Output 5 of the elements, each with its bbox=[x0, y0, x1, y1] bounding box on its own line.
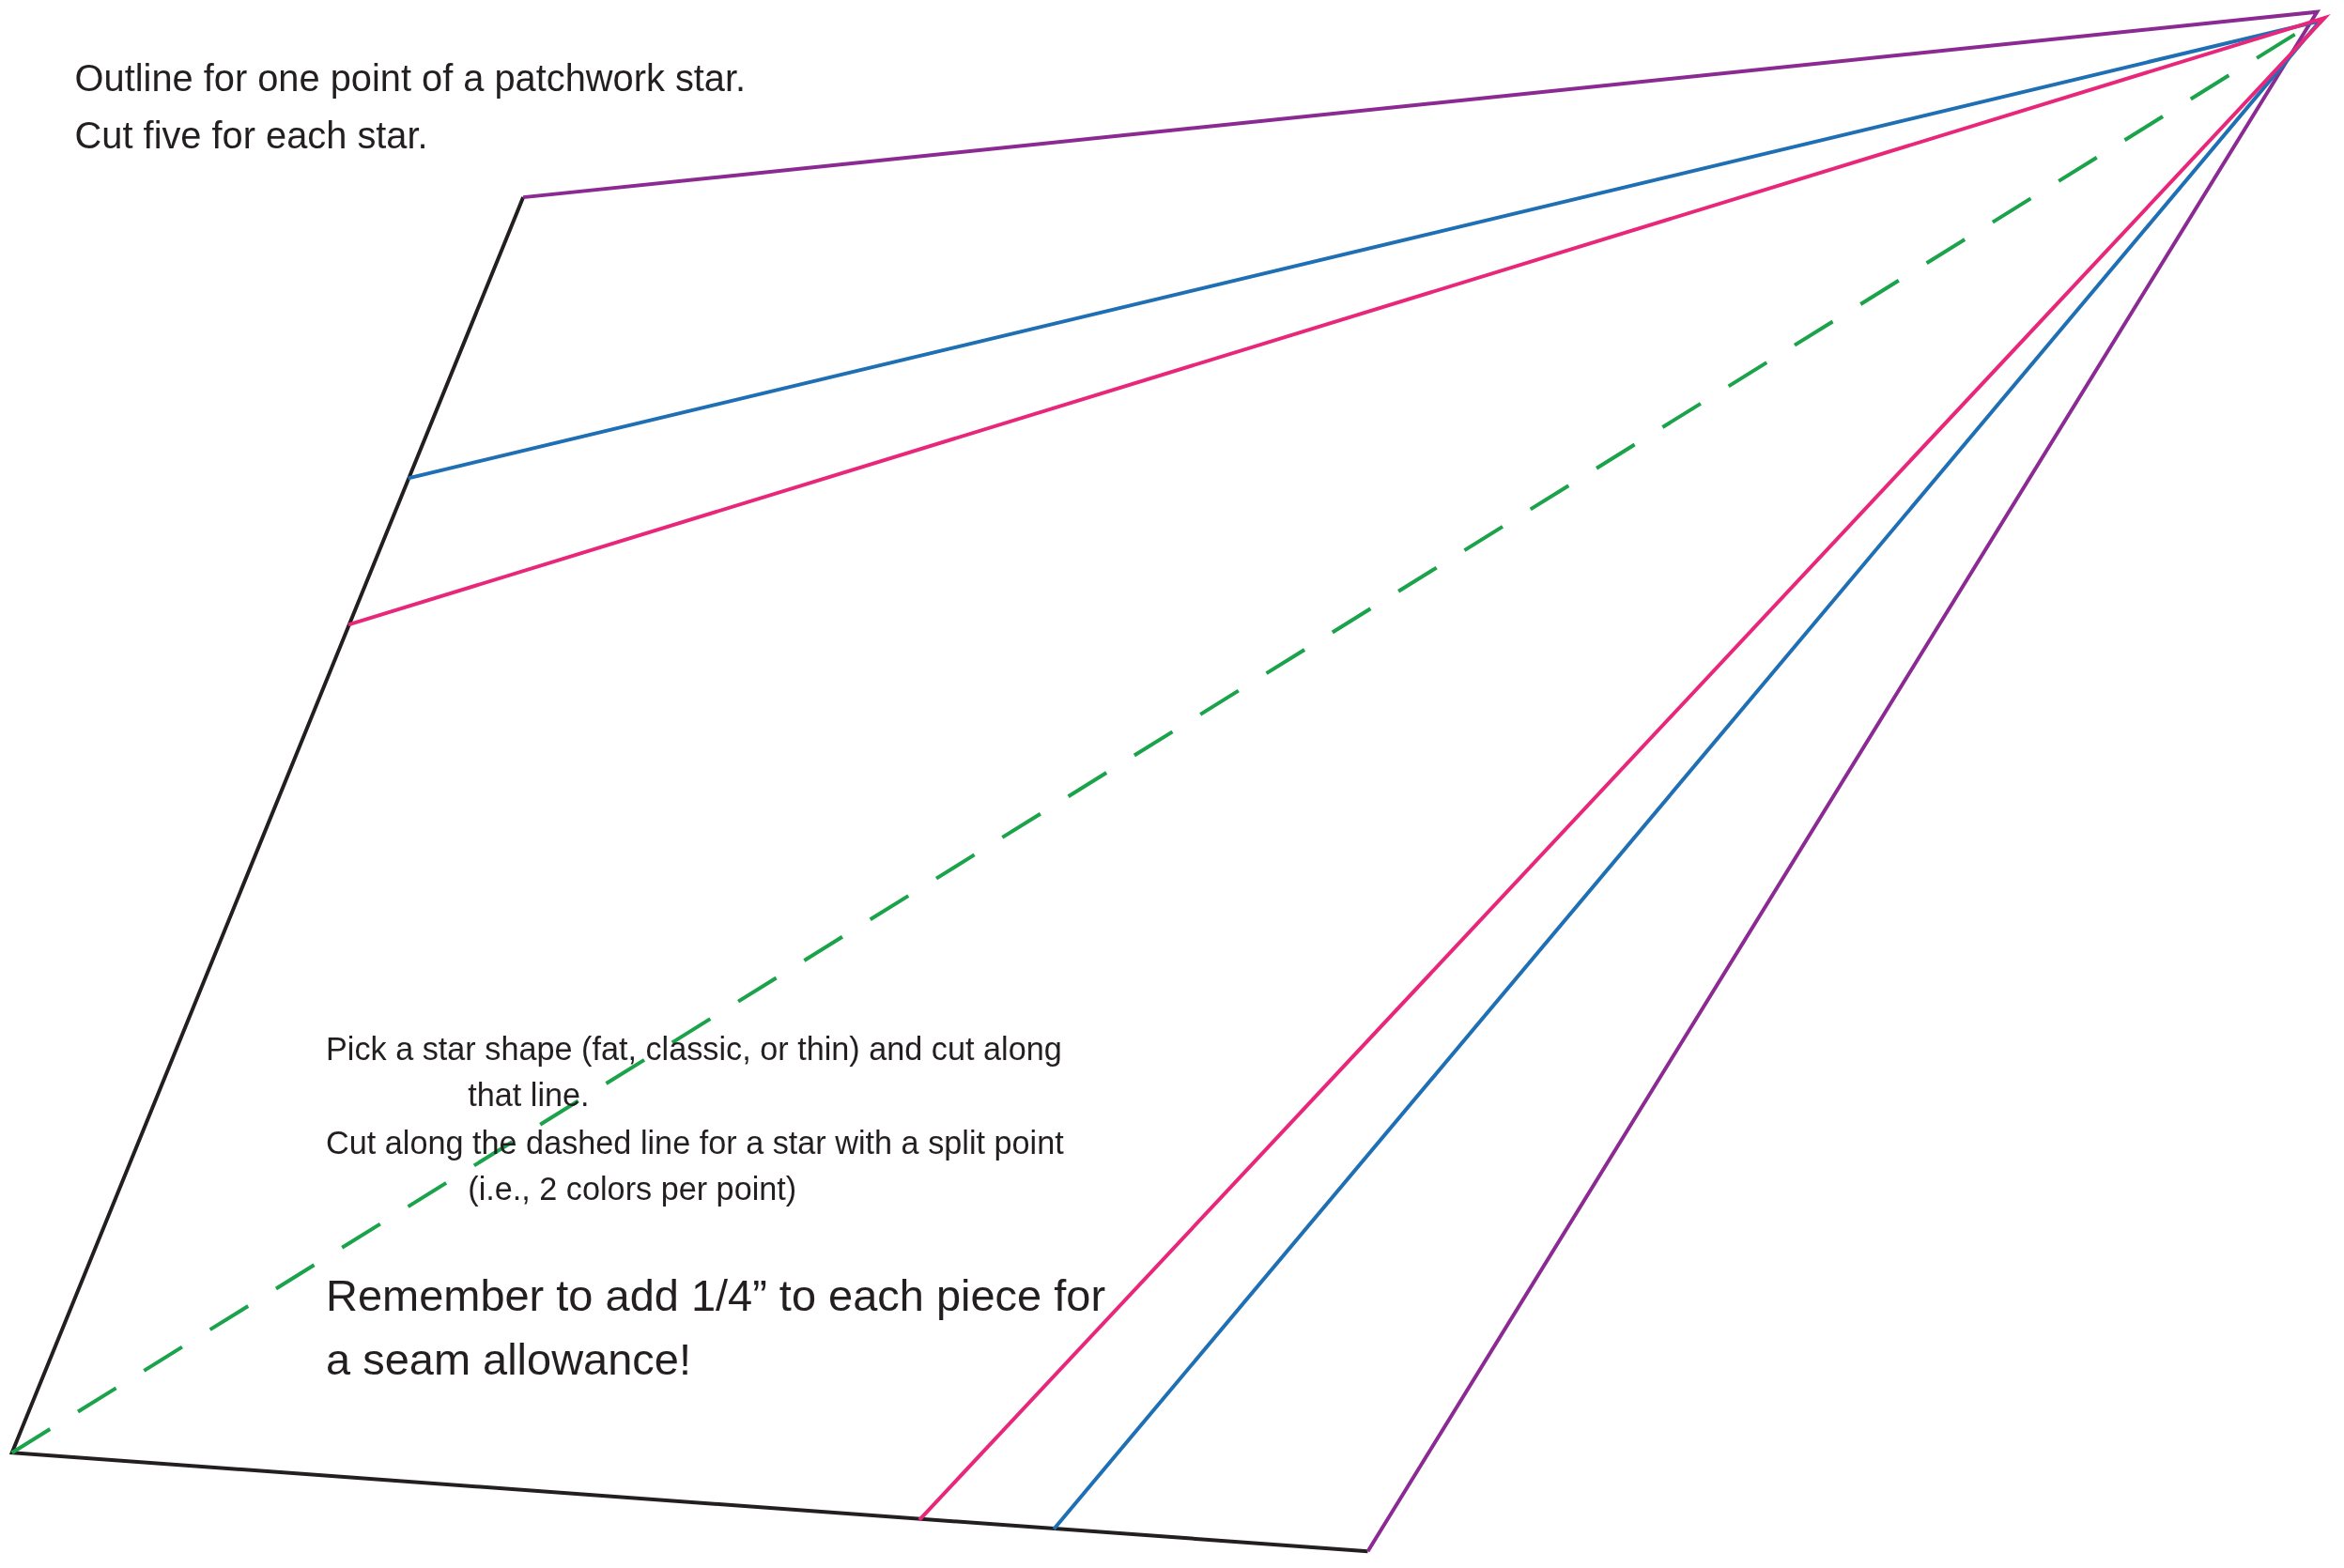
reminder-text: Remember to add 1/4” to each piece for a seam allowance! bbox=[326, 1269, 1107, 1386]
instruction-text: Cut along the dashed line for a star with a split point (i.e., 2 colors per point) bbox=[326, 1124, 1065, 1210]
heading-text: Outline for one point of a patchwork star. bbox=[74, 55, 748, 101]
instruction-text: Pick a star shape (fat, classic, or thin) and cut along that line. bbox=[326, 1030, 1063, 1116]
instruction-text: Cut five for each star. bbox=[74, 113, 429, 158]
